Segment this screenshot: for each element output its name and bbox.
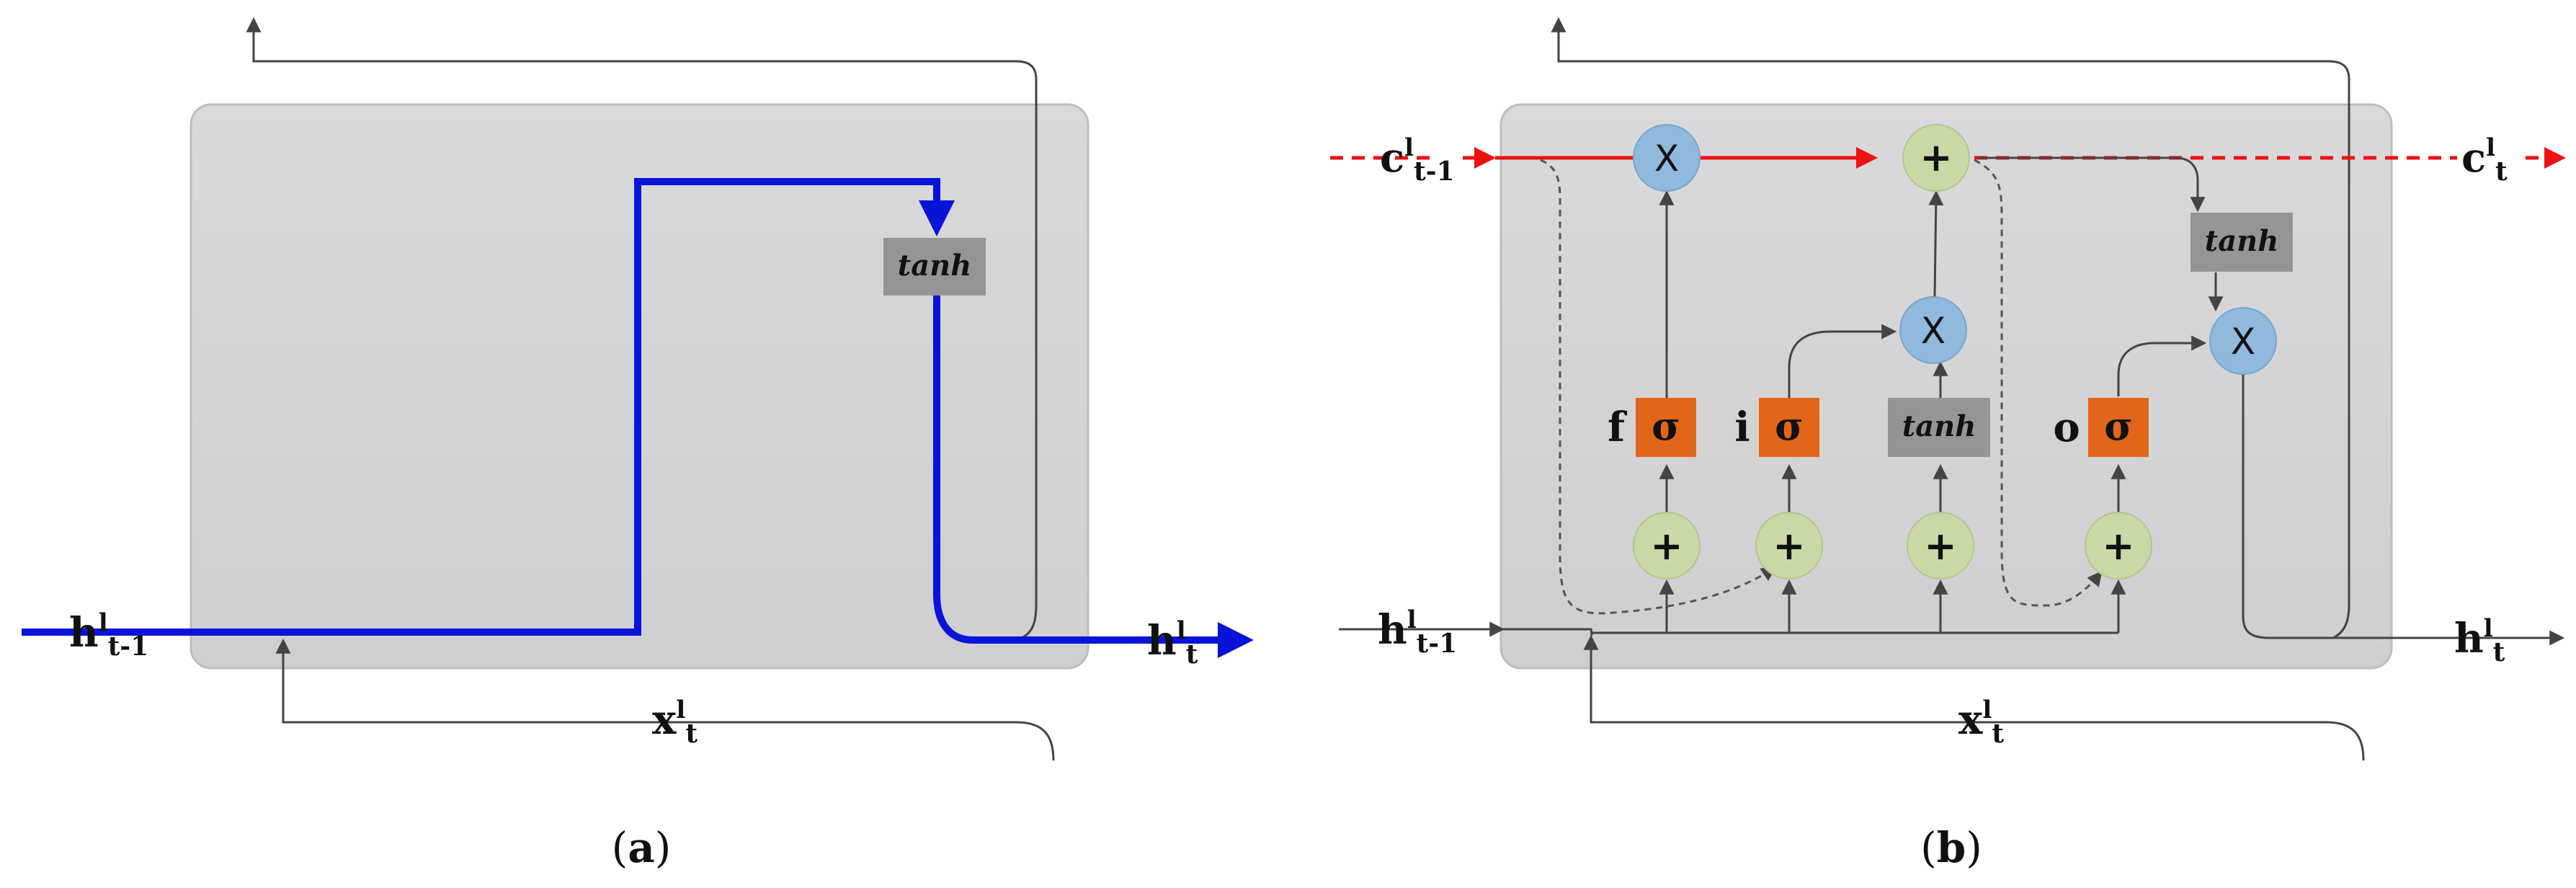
output-sigma-symbol: σ — [2104, 403, 2133, 449]
cell-to-tanh-wire — [1978, 156, 2206, 213]
caption-a: (a) — [612, 823, 672, 872]
mult-to-h-out — [2242, 373, 2565, 646]
add-symbol: + — [1920, 135, 1952, 180]
tanh-label: tanh — [898, 249, 972, 283]
add-symbol: + — [1773, 523, 1805, 569]
caption-b: (b) — [1920, 823, 1982, 872]
output-multiply-node — [2209, 307, 2277, 375]
panel-b: X X X + + + + + σ f σ i σ o tanh tanh cl… — [1330, 17, 2566, 872]
input-sigma-box — [1759, 398, 1819, 457]
output-gate-to-mult — [2117, 335, 2207, 396]
output-gate-label: o — [2053, 404, 2080, 451]
h-out-label: hlt — [2454, 614, 2505, 667]
multiply-symbol: X — [1654, 138, 1679, 179]
peephole-output — [1974, 159, 2103, 607]
x-input-label: xlt — [652, 696, 698, 749]
multiply-symbol: X — [2231, 321, 2255, 363]
c-out-label: clt — [2461, 133, 2508, 187]
hidden-flow-path-out — [933, 296, 1254, 658]
input-multiply-node — [1899, 296, 1967, 364]
output-sigma-box — [2088, 398, 2149, 457]
forget-adder-node — [1633, 512, 1701, 580]
lstm-cell-box — [1499, 103, 2393, 670]
x-input-wire — [1583, 634, 2365, 761]
x-input-label: xlt — [1958, 696, 2004, 749]
add-symbol: + — [2102, 523, 2134, 569]
candidate-adder-node — [1907, 512, 1974, 580]
add-symbol: + — [1924, 523, 1956, 569]
multiply-symbol: X — [1921, 310, 1946, 352]
forget-gate-label: f — [1608, 404, 1628, 451]
input-sigma-to-mult — [1788, 324, 1897, 398]
forget-multiply-node — [1633, 124, 1701, 192]
cell-tanh-box — [2191, 213, 2293, 272]
candidate-tanh-label: tanh — [1902, 409, 1976, 443]
h-prev-label: hlt-1 — [1378, 605, 1457, 659]
output-adder-node — [2085, 512, 2152, 580]
add-symbol: + — [1650, 523, 1683, 569]
peephole-forget-input — [1540, 159, 1777, 615]
x-input-wire — [275, 638, 1055, 761]
cell-tanh-label: tanh — [2205, 224, 2279, 258]
tanh-box — [883, 238, 986, 296]
forget-sigma-box — [1636, 398, 1696, 457]
recurrent-output-wire — [1551, 17, 2350, 639]
panel-a: tanh hlt-1 hlt xlt (a) — [22, 17, 1254, 872]
hidden-flow-path — [22, 178, 955, 636]
h-prev-label: hlt-1 — [69, 608, 148, 662]
h-bus-line — [1502, 628, 2118, 636]
h-out-label: hlt — [1147, 616, 1198, 670]
cell-add-node — [1902, 124, 1970, 192]
recurrent-output-wire — [246, 17, 1038, 639]
input-adder-node — [1755, 512, 1823, 580]
c-prev-label: clt-1 — [1380, 133, 1455, 187]
input-gate-label: i — [1734, 404, 1750, 451]
forget-sigma-symbol: σ — [1652, 403, 1680, 449]
input-mult-to-cell-add — [1928, 190, 1944, 298]
input-sigma-symbol: σ — [1775, 403, 1804, 449]
candidate-tanh-box — [1888, 398, 1990, 457]
